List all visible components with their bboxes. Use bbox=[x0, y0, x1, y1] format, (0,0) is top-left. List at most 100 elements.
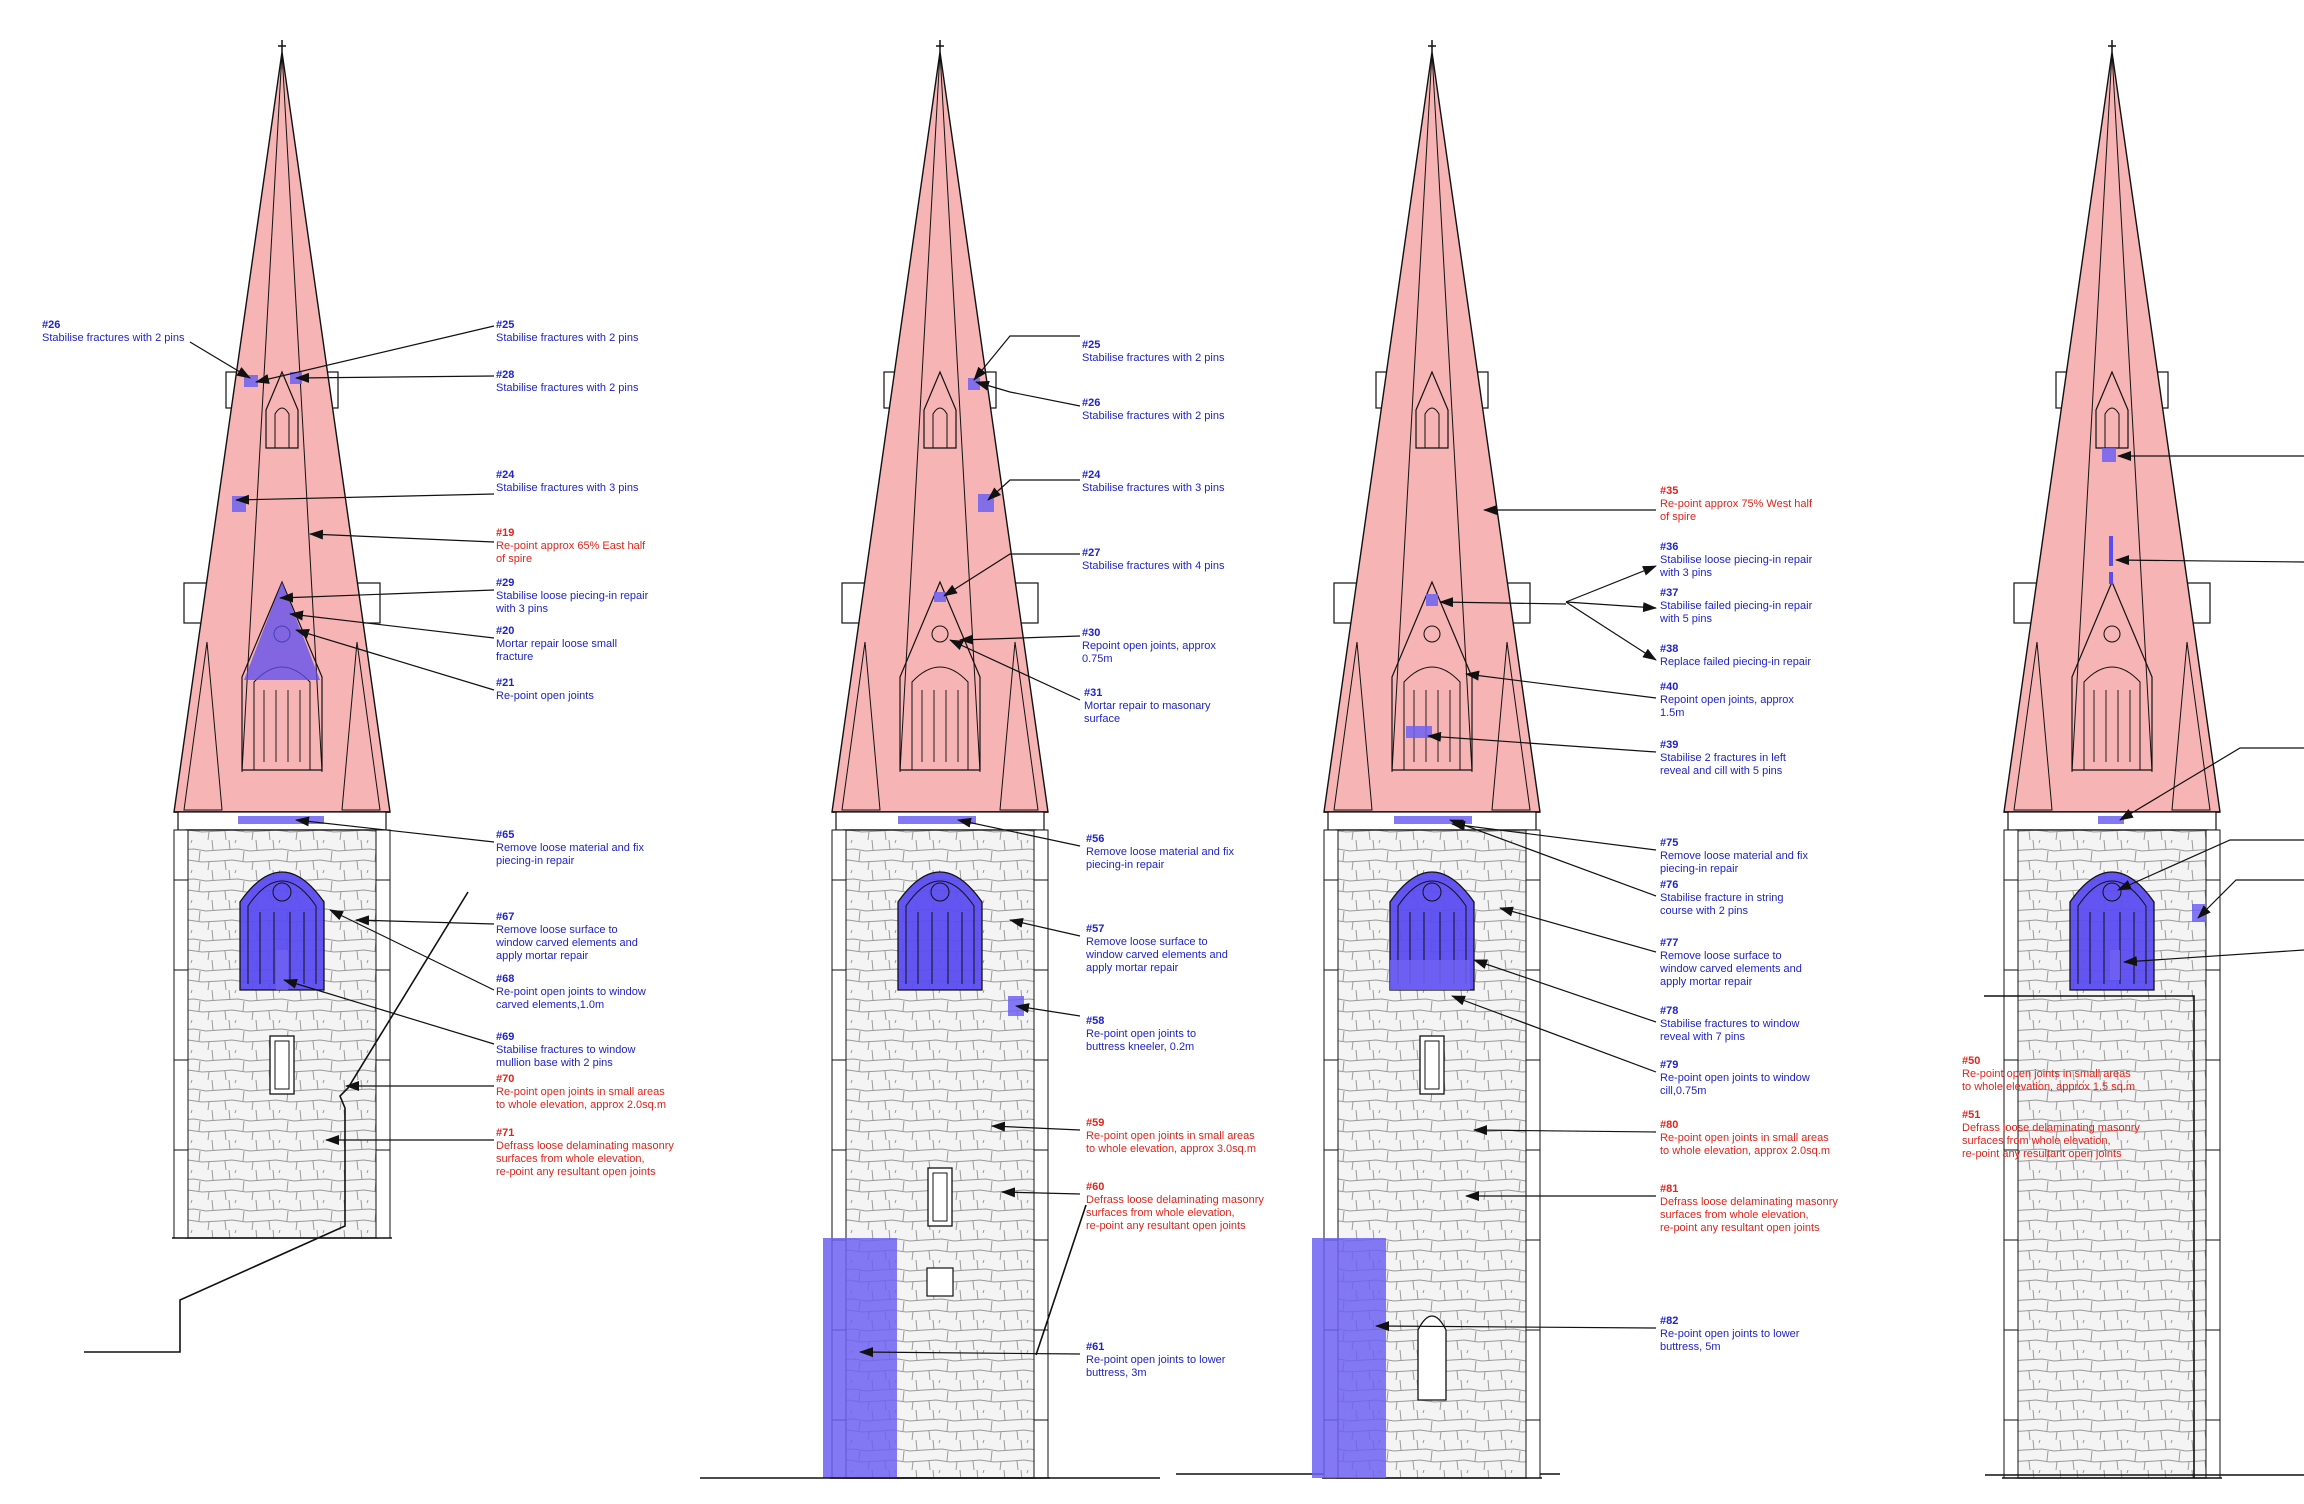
note-text-line: Stabilise fractures to window bbox=[496, 1044, 635, 1056]
note-code: #81 bbox=[1660, 1183, 1678, 1195]
note-text-line: Repoint open joints, approx bbox=[1082, 640, 1216, 652]
note-code: #40 bbox=[1660, 681, 1678, 693]
note-text-line: 0.75m bbox=[1082, 653, 1113, 665]
tower-elevations bbox=[84, 40, 2304, 1479]
quatrefoil-icon bbox=[2103, 625, 2121, 643]
leader-arrow-icon bbox=[2117, 839, 2304, 891]
leader-arrow-icon bbox=[1565, 565, 1657, 603]
note-text-line: Stabilise loose piecing-in repair bbox=[496, 590, 649, 602]
note-text-line: Re-point approx 75% West half bbox=[1660, 498, 1813, 510]
note-code: #31 bbox=[1084, 687, 1102, 699]
note-text-line: with 5 pins bbox=[1659, 613, 1712, 625]
note-text-line: Defrass loose delaminating masonry bbox=[1086, 1194, 1264, 1206]
note-text-line: window carved elements and bbox=[1659, 963, 1802, 975]
spire-arris bbox=[2111, 51, 2153, 773]
square-opening bbox=[926, 1267, 954, 1297]
section-cut-line bbox=[1984, 995, 2195, 1478]
note-text-line: of spire bbox=[496, 553, 532, 565]
leader-arrow-icon bbox=[1015, 1003, 1081, 1017]
note-text-line: Stabilise failed piecing-in repair bbox=[1660, 600, 1813, 612]
buttress bbox=[375, 829, 391, 1239]
leader-arrow-icon bbox=[283, 979, 495, 1045]
repair-highlight bbox=[1406, 726, 1432, 738]
note-text-line: surfaces from whole elevation, bbox=[496, 1153, 645, 1165]
upper-lucarne bbox=[923, 370, 957, 449]
note-text-line: piecing-in repair bbox=[496, 855, 575, 867]
note-code: #21 bbox=[496, 677, 514, 689]
repair-highlight-window bbox=[1390, 960, 1470, 990]
spire-arris bbox=[939, 51, 981, 773]
main-lucarne-arch bbox=[2083, 666, 2141, 770]
spire bbox=[831, 51, 1049, 813]
note-text-line: buttress kneeler, 0.2m bbox=[1086, 1041, 1194, 1053]
note-code: #56 bbox=[1086, 833, 1104, 845]
leader-arrow-icon bbox=[289, 610, 495, 639]
buttress bbox=[1525, 829, 1541, 1479]
note-text-line: buttress, 3m bbox=[1086, 1367, 1147, 1379]
note-text-line: Mortar repair to masonary bbox=[1084, 700, 1211, 712]
note-text-line: apply mortar repair bbox=[496, 950, 589, 962]
repair-highlight bbox=[2110, 950, 2120, 980]
leader-lines bbox=[189, 325, 2304, 1358]
note-text-line: Stabilise fractures with 2 pins bbox=[1082, 352, 1225, 364]
spire-broach bbox=[841, 641, 881, 811]
leader-arrow-icon bbox=[1449, 819, 1657, 897]
note-text-line: Remove loose surface to bbox=[1660, 950, 1782, 962]
upper-lucarne bbox=[1415, 370, 1449, 449]
note-text-line: buttress, 5m bbox=[1660, 1341, 1721, 1353]
leader-arrow-icon bbox=[189, 341, 251, 379]
repair-highlight-string-course bbox=[2098, 816, 2124, 824]
repair-highlight-lower-buttress bbox=[1312, 1238, 1386, 1478]
spire-arris bbox=[1431, 51, 1473, 773]
note-text-line: Mortar repair loose small bbox=[496, 638, 617, 650]
leader-arrow-icon bbox=[1565, 601, 1657, 661]
note-text-line: carved elements,1.0m bbox=[496, 999, 604, 1011]
quatrefoil-icon bbox=[1422, 882, 1442, 902]
repair-highlight bbox=[244, 375, 258, 387]
note-text-line: Stabilise fracture in string bbox=[1660, 892, 1784, 904]
note-code: #60 bbox=[1086, 1181, 1104, 1193]
main-lucarne-arch bbox=[1403, 666, 1461, 770]
upper-lucarne bbox=[265, 370, 299, 449]
repair-highlight bbox=[1426, 594, 1438, 606]
note-code: #69 bbox=[496, 1031, 514, 1043]
note-text-line: Re-point open joints in small areas bbox=[1086, 1130, 1255, 1142]
lancet-window bbox=[1417, 1315, 1447, 1401]
note-code: #79 bbox=[1660, 1059, 1678, 1071]
note-text-line: with 3 pins bbox=[495, 603, 548, 615]
note-text-line: cill,0.75m bbox=[1660, 1085, 1706, 1097]
note-code: #24 bbox=[1082, 469, 1101, 481]
main-lucarne bbox=[899, 580, 981, 771]
leader-arrow-icon bbox=[279, 589, 495, 603]
note-code: #26 bbox=[42, 319, 60, 331]
note-code: #28 bbox=[496, 369, 514, 381]
repair-highlight bbox=[232, 496, 246, 512]
note-text-line: of spire bbox=[1660, 511, 1696, 523]
note-text-line: Remove loose material and fix bbox=[1086, 846, 1234, 858]
note-code: #51 bbox=[1962, 1109, 1980, 1121]
note-text-line: mullion base with 2 pins bbox=[496, 1057, 613, 1069]
note-text-line: Stabilise fractures with 4 pins bbox=[1082, 560, 1225, 572]
slit-window-reveal bbox=[932, 1172, 948, 1222]
tower-elevation bbox=[700, 40, 1560, 1479]
leader-arrow-icon bbox=[1451, 820, 1657, 851]
note-code: #26 bbox=[1082, 397, 1100, 409]
leader-arrow-icon bbox=[949, 639, 1081, 701]
leader-arrow-icon bbox=[1473, 1125, 1657, 1136]
belfry-window-arch bbox=[1397, 880, 1467, 984]
note-text-line: Stabilise fractures with 3 pins bbox=[1082, 482, 1225, 494]
